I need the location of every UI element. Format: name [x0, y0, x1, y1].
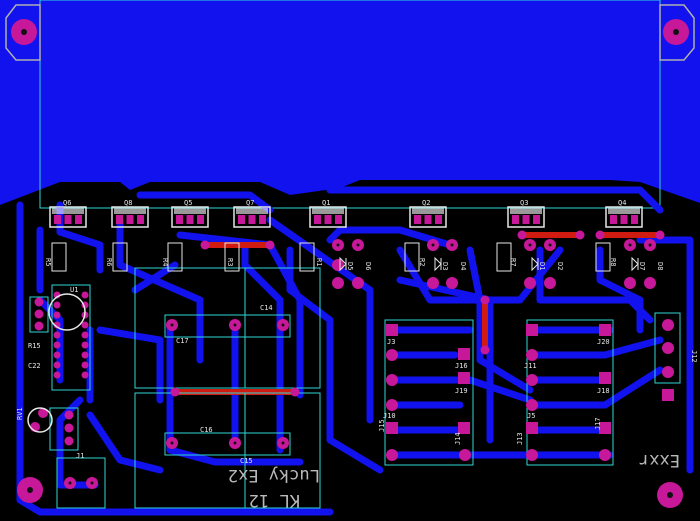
diode-symbols — [339, 256, 639, 272]
label-c22: C22 — [28, 362, 41, 370]
transistor-q3 — [507, 206, 545, 228]
label-j11: J11 — [524, 362, 537, 370]
label-d3: D3 — [441, 262, 449, 270]
label-r2: R2 — [418, 258, 426, 266]
label-r3: R3 — [226, 258, 234, 266]
transistor-q6 — [49, 206, 87, 228]
pad-holes — [21, 29, 679, 498]
label-c17: C17 — [176, 337, 189, 345]
label-j19: J19 — [455, 387, 468, 395]
label-r7: R7 — [509, 258, 517, 266]
label-q8: Q8 — [124, 199, 132, 207]
label-r15: R15 — [28, 342, 41, 350]
label-c15: C15 — [240, 457, 253, 465]
label-r5: R5 — [44, 258, 52, 266]
heatsink-outline — [39, 0, 661, 209]
label-j18: J18 — [597, 387, 610, 395]
label-j1: J1 — [76, 452, 84, 460]
label-d5: D5 — [346, 262, 354, 270]
label-q7: Q7 — [246, 199, 254, 207]
label-q6: Q6 — [63, 199, 71, 207]
label-q3: Q3 — [520, 199, 528, 207]
label-j10: J10 — [383, 412, 396, 420]
transistor-q5 — [171, 206, 209, 228]
mounting-keepouts — [5, 4, 695, 61]
label-q2: Q2 — [422, 199, 430, 207]
label-d6: D6 — [364, 262, 372, 270]
transistor-q2 — [409, 206, 447, 228]
top-copper-traces — [172, 232, 663, 395]
label-r8: R8 — [609, 258, 617, 266]
label-u1: U1 — [70, 286, 78, 294]
label-q5: Q5 — [184, 199, 192, 207]
transistor-q1 — [309, 206, 347, 228]
label-d7: D7 — [638, 262, 646, 270]
label-j3: J3 — [387, 338, 395, 346]
label-c16: C16 — [200, 426, 213, 434]
square-pads — [386, 324, 674, 434]
label-r4: R4 — [161, 258, 169, 266]
label-d2: D2 — [556, 262, 564, 270]
label-d4: D4 — [459, 262, 467, 270]
label-j13: J13 — [516, 432, 524, 445]
logo-text: Exxr — [639, 450, 680, 470]
board-text-1: Lucky Ex2 — [228, 465, 320, 485]
transistor-q4 — [605, 206, 643, 228]
component-outlines — [29, 267, 681, 509]
label-c14: C14 — [260, 304, 273, 312]
resistor-bodies — [51, 242, 611, 272]
silkscreen-labels: Q6 Q8 Q5 Q7 Q1 Q2 Q3 Q4 U1 C14 C17 C16 C… — [16, 199, 698, 510]
u1-outline — [48, 293, 86, 331]
label-q1: Q1 — [322, 199, 330, 207]
transistor-q8 — [111, 206, 149, 228]
label-j15: J15 — [378, 419, 386, 432]
board-text-2: KL 12 — [249, 490, 300, 510]
label-j5: J5 — [527, 412, 535, 420]
heatsink-copper-pour — [0, 0, 700, 205]
transistors — [49, 206, 643, 228]
label-d8: D8 — [656, 262, 664, 270]
label-q4: Q4 — [618, 199, 626, 207]
label-j16: J16 — [455, 362, 468, 370]
label-rv1: RV1 — [16, 407, 24, 420]
label-r1: R1 — [315, 258, 323, 266]
transistor-q7 — [233, 206, 271, 228]
label-j17: J17 — [594, 417, 602, 430]
label-d1: D1 — [538, 262, 546, 270]
label-j14: J14 — [454, 432, 462, 445]
label-r6: R6 — [105, 258, 113, 266]
rv1-outline — [27, 407, 53, 433]
label-j20: J20 — [597, 338, 610, 346]
label-j12: J12 — [690, 350, 698, 363]
